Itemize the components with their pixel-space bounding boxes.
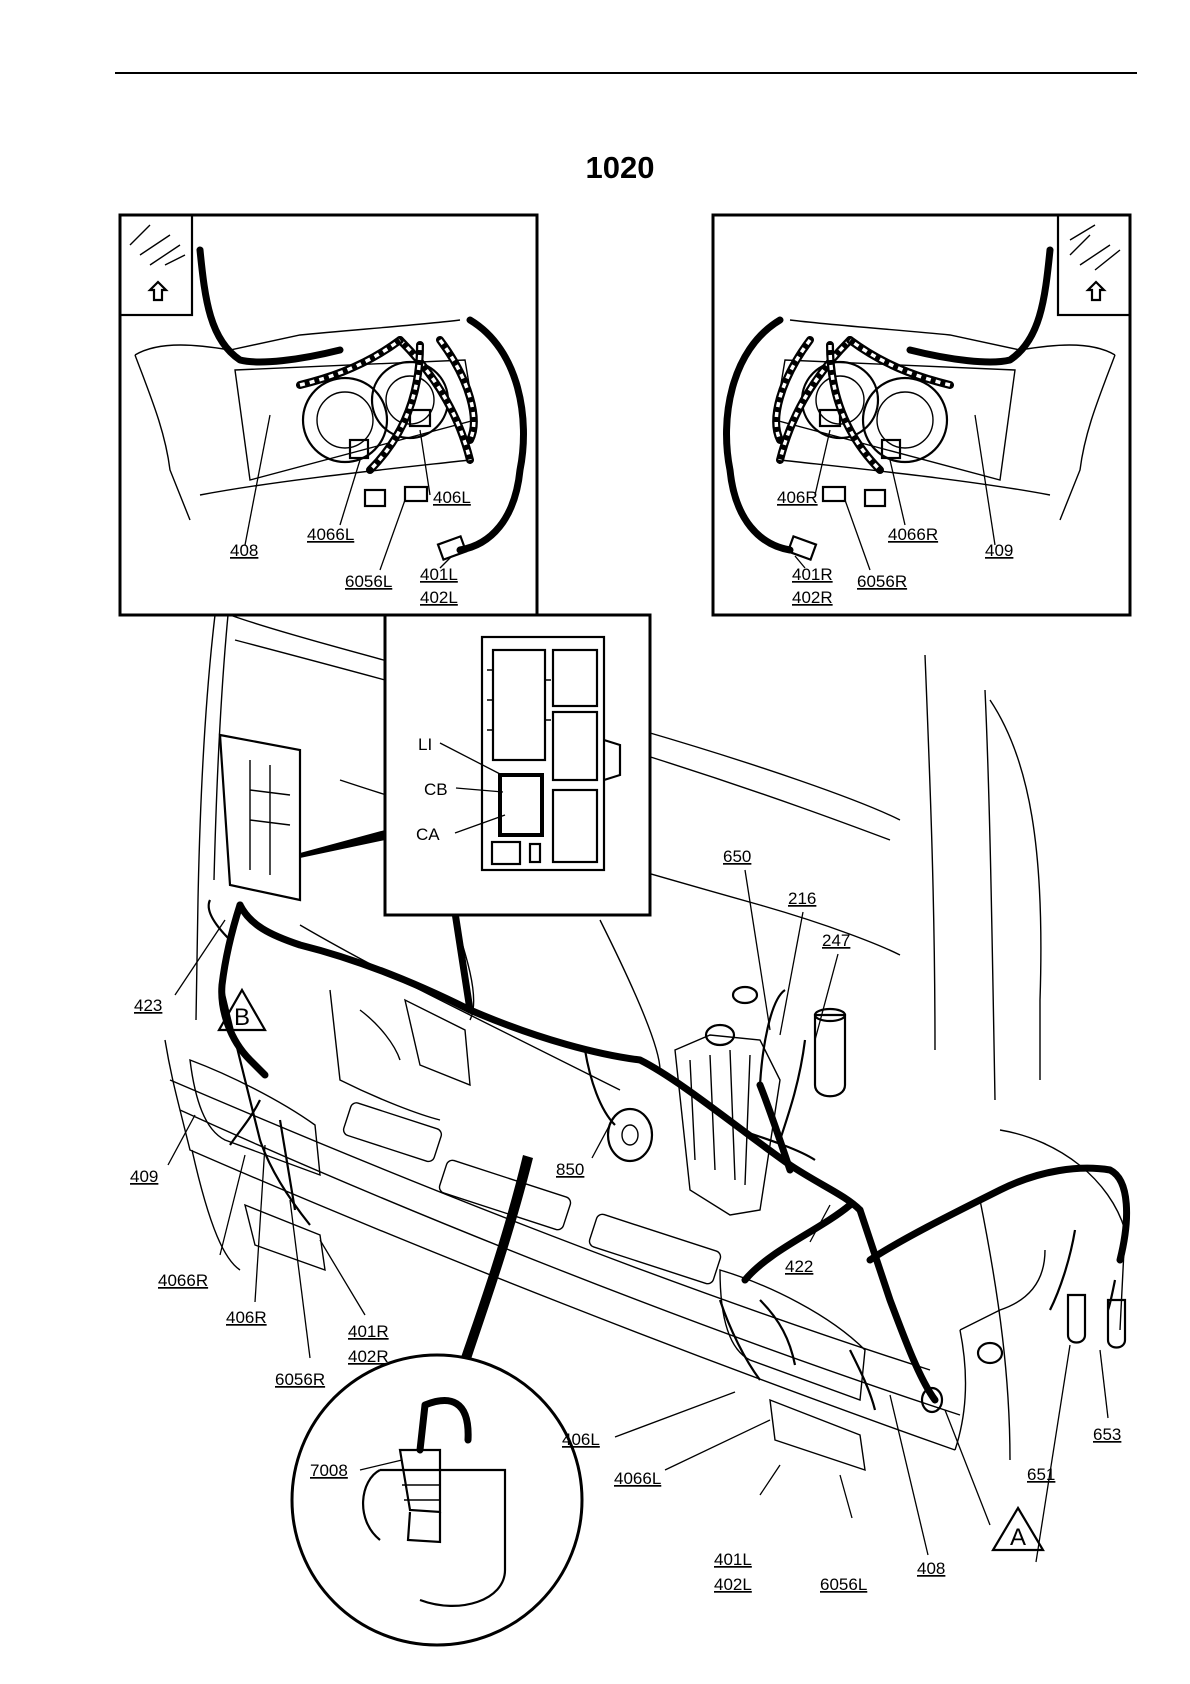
label-401L-inset: 401L <box>420 565 458 584</box>
marker-a-label: A <box>1010 1524 1026 1551</box>
label-CA: CA <box>416 825 440 844</box>
label-402L-inset: 402L <box>420 588 458 607</box>
label-406L-main: 406L <box>562 1430 600 1449</box>
inset-left-headlamp: 408 4066L 406L 6056L 401L 402L <box>120 215 537 615</box>
label-650: 650 <box>723 847 751 866</box>
label-4066L-main: 4066L <box>614 1469 661 1488</box>
label-409-main: 409 <box>130 1167 158 1186</box>
label-216: 216 <box>788 889 816 908</box>
label-CB: CB <box>424 780 448 799</box>
label-6056R-inset: 6056R <box>857 572 907 591</box>
label-408-main: 408 <box>917 1559 945 1578</box>
inset-right-headlamp: 409 4066R 406R 6056R 401R 402R <box>713 215 1130 615</box>
label-4066R-inset: 4066R <box>888 525 938 544</box>
label-422: 422 <box>785 1257 813 1276</box>
label-408-left-inset: 408 <box>230 541 258 560</box>
main-wiring-harness <box>209 840 1127 1410</box>
label-7008: 7008 <box>310 1461 348 1480</box>
inset-fusebox: LI CB CA <box>385 615 650 915</box>
label-406R-main: 406R <box>226 1308 267 1327</box>
label-401L-main: 401L <box>714 1550 752 1569</box>
main-callouts: 650 216 247 423 409 850 422 4066R 406R 4… <box>130 847 1121 1594</box>
label-4066L-inset: 4066L <box>307 525 354 544</box>
label-401R-inset: 401R <box>792 565 833 584</box>
label-402R-inset: 402R <box>792 588 833 607</box>
label-247: 247 <box>822 931 850 950</box>
label-401R-main: 401R <box>348 1322 389 1341</box>
detail-circle-washer-reservoir: 7008 <box>292 1355 582 1645</box>
marker-b-label: B <box>234 1004 250 1031</box>
label-409-right-inset: 409 <box>985 541 1013 560</box>
label-406R-inset: 406R <box>777 488 818 507</box>
label-850: 850 <box>556 1160 584 1179</box>
label-LI: LI <box>418 735 432 754</box>
label-653: 653 <box>1093 1425 1121 1444</box>
label-6056L-main: 6056L <box>820 1575 867 1594</box>
label-6056R-main: 6056R <box>275 1370 325 1389</box>
label-4066R-main: 4066R <box>158 1271 208 1290</box>
marker-a: A <box>993 1508 1043 1551</box>
label-651: 651 <box>1027 1465 1055 1484</box>
label-6056L-inset: 6056L <box>345 572 392 591</box>
label-402R-main: 402R <box>348 1347 389 1366</box>
label-402L-main: 402L <box>714 1575 752 1594</box>
label-423: 423 <box>134 996 162 1015</box>
label-406L-inset: 406L <box>433 488 471 507</box>
